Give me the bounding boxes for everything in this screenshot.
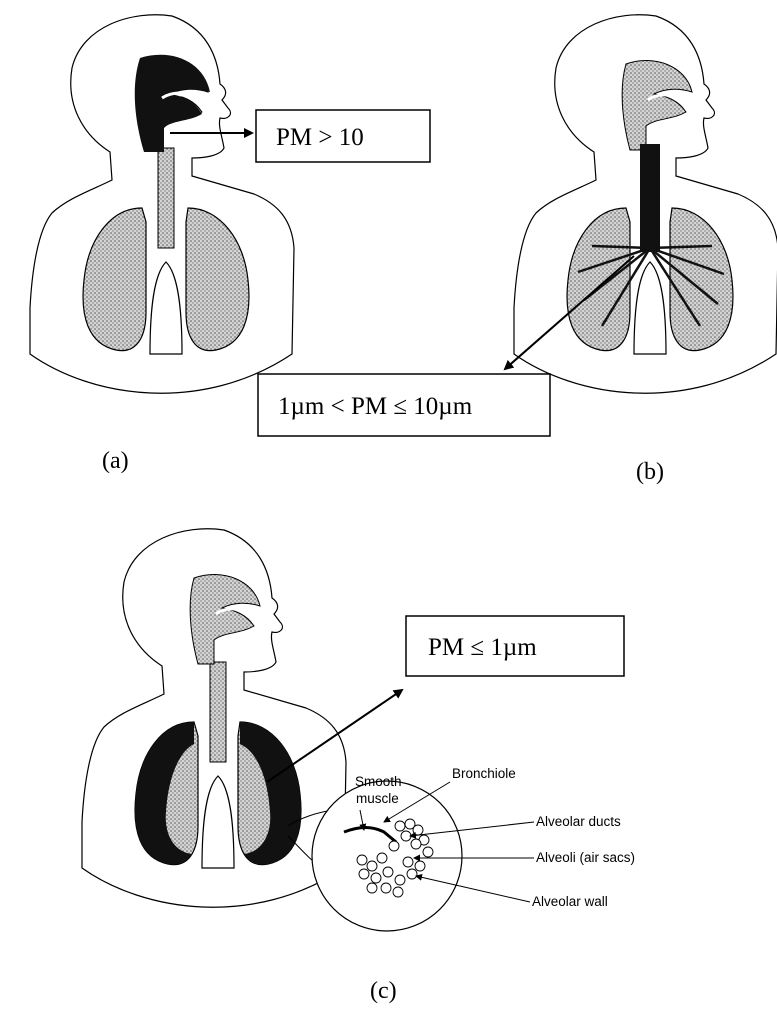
label-b: 1µm < PM ≤ 10µm (278, 393, 473, 420)
panel-a (30, 15, 294, 393)
label-smooth-muscle-1: Smooth (355, 774, 402, 789)
panel-b (514, 15, 777, 393)
label-smooth-muscle-2: muscle (356, 791, 399, 806)
label-alveolar-ducts: Alveolar ducts (536, 814, 621, 829)
label-alveolar-wall: Alveolar wall (532, 894, 608, 909)
label-c: PM ≤ 1µm (428, 634, 537, 661)
label-alveoli: Alveoli (air sacs) (536, 850, 635, 865)
label-bronchiole: Bronchiole (452, 766, 516, 781)
caption-b: (b) (636, 459, 664, 485)
panel-c (82, 529, 346, 907)
trachea-deposit (640, 144, 660, 252)
caption-a: (a) (102, 448, 129, 474)
caption-c: (c) (370, 978, 397, 1004)
label-a: PM > 10 (276, 124, 364, 151)
